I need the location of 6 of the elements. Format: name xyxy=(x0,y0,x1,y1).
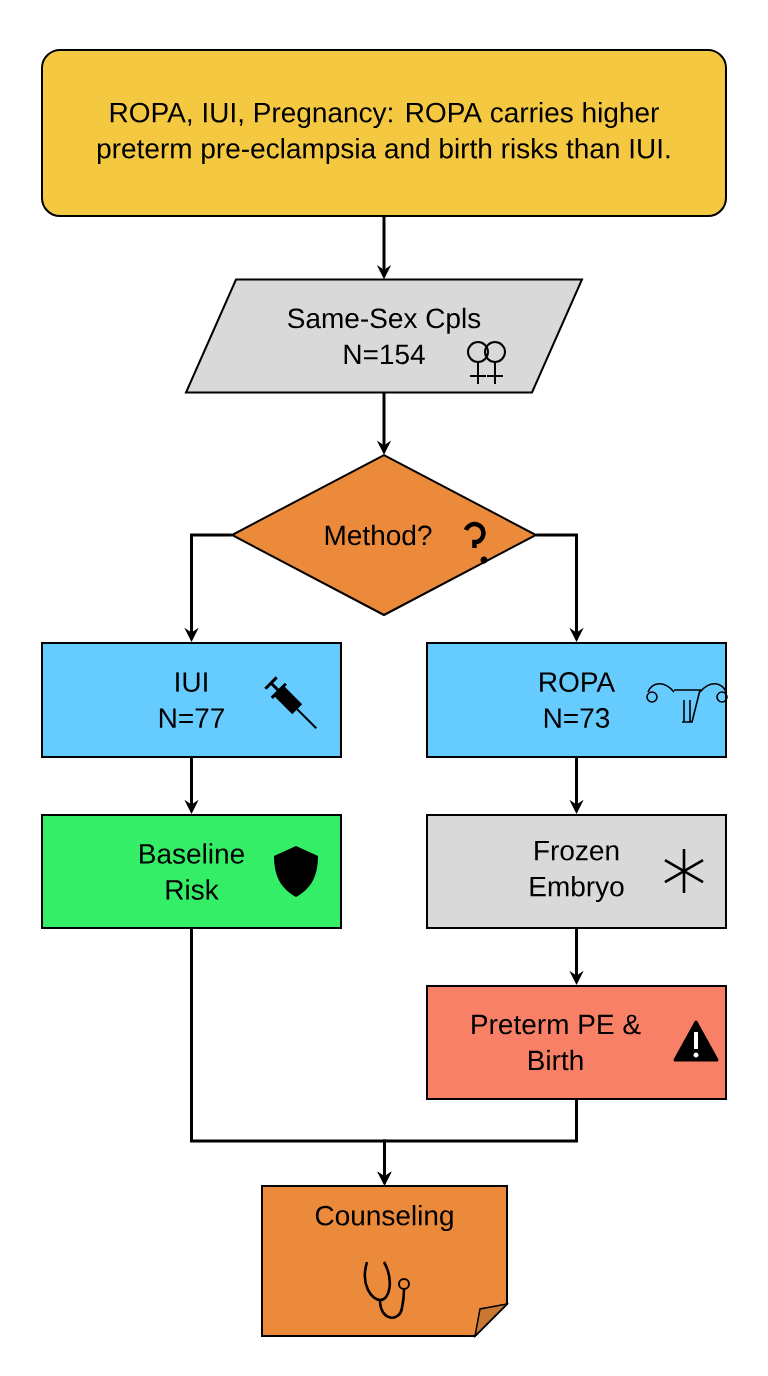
process-box: Preterm PE & Birth xyxy=(426,985,727,1100)
title-box: ROPA, IUI, Pregnancy: ROPA carries higher preterm pre-eclampsia and birth risks than IUI. xyxy=(41,49,727,217)
process-box: ROPA N=73 xyxy=(426,642,727,758)
process-box: Frozen Embryo xyxy=(426,814,727,929)
process-box: IUI N=77 xyxy=(41,642,342,758)
process-box: Baseline Risk xyxy=(41,814,342,929)
